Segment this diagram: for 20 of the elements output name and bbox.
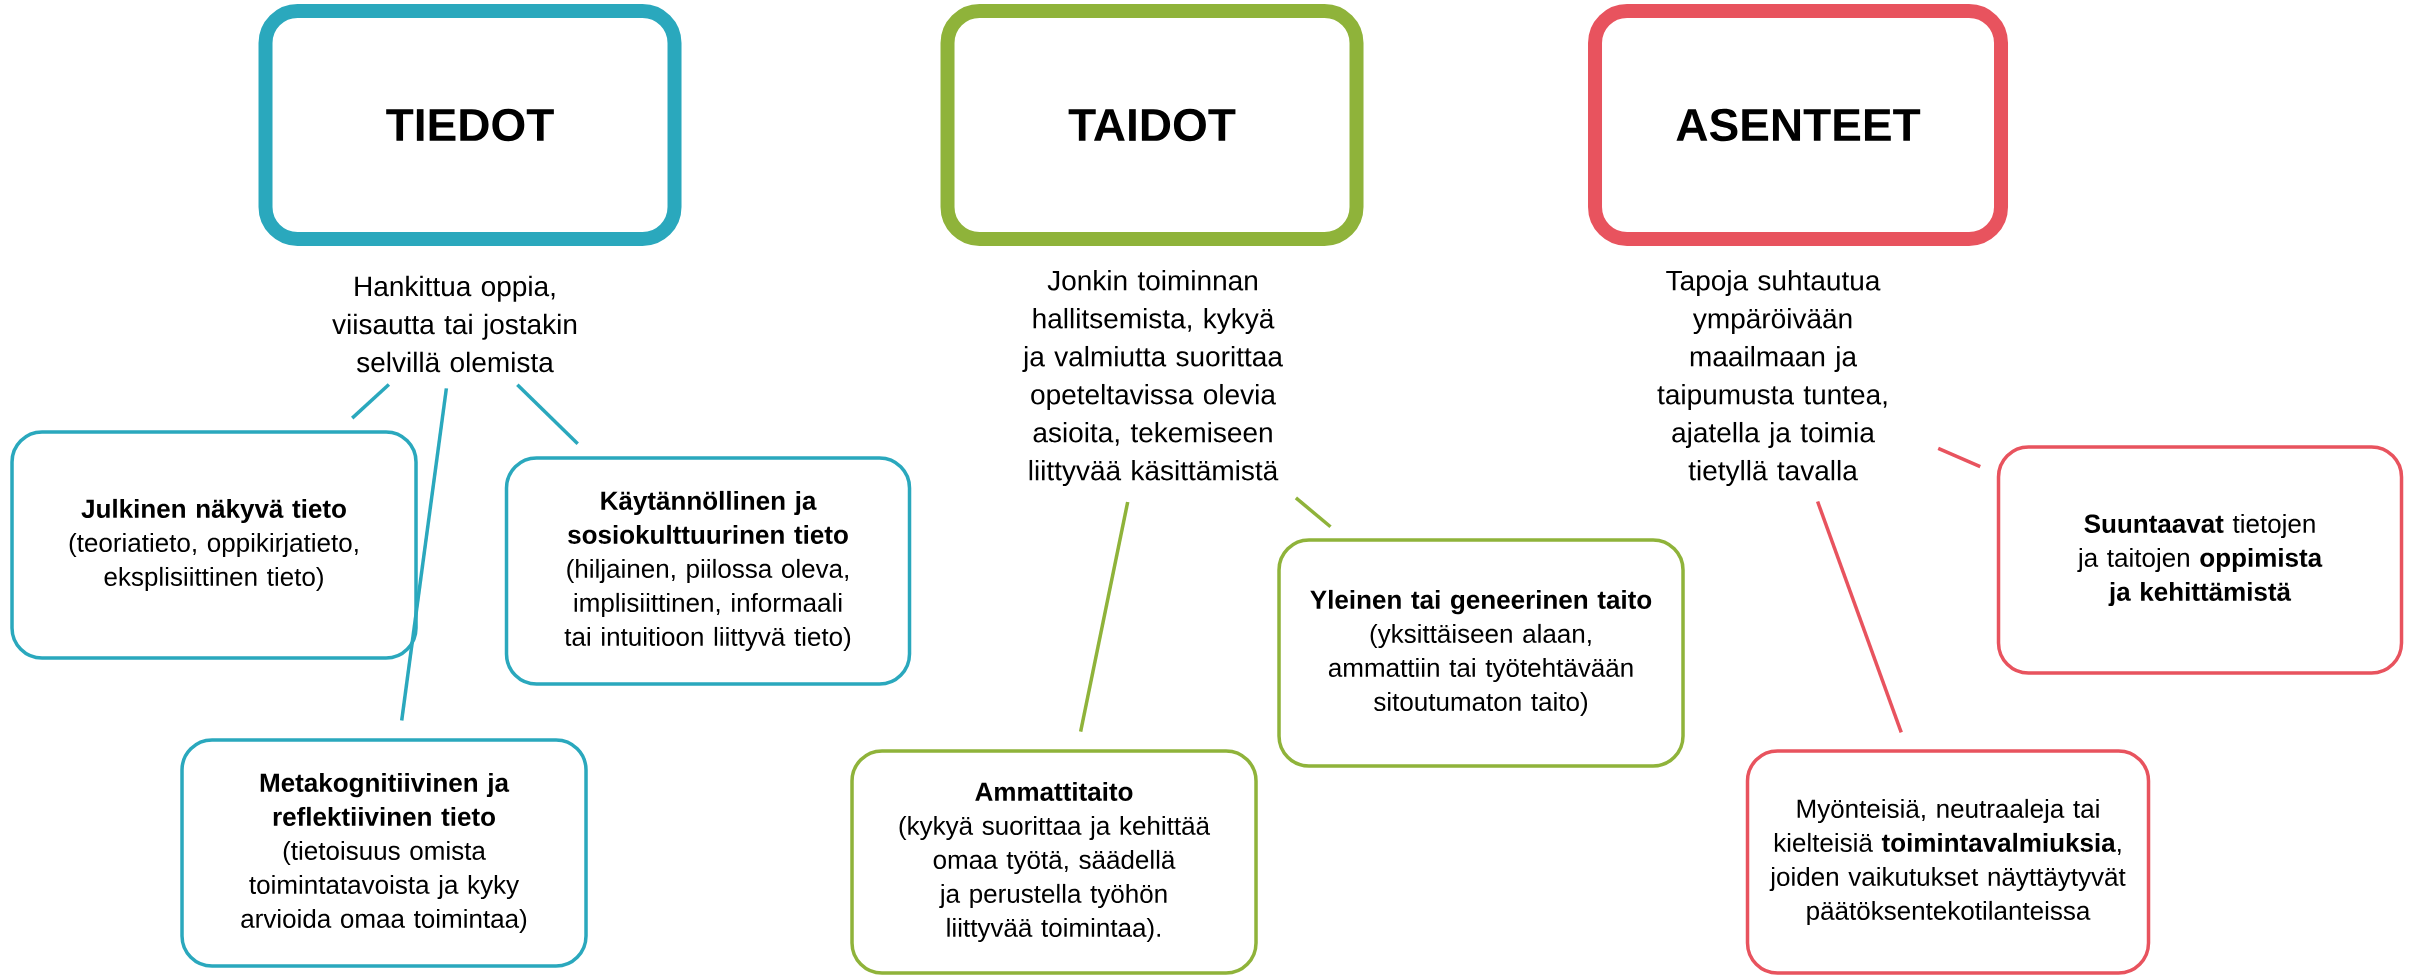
connector-line bbox=[1078, 501, 1130, 732]
description-text: Jonkin toiminnan hallitsemista, kykyä ja valmiutta suorittaa opeteltavissa olevia asioita, tekemiseen liittyvää käsittämistä bbox=[1022, 269, 1283, 487]
connector-line bbox=[399, 388, 449, 721]
text-box: Käytännöllinen ja sosiokulttuurinen tieto (hiljainen, piilossa oleva, implisiittinen, informaali tai intuitioon liittyvä tieto) bbox=[504, 456, 912, 686]
text-box: Ammattitaito (kykyä suorittaa ja kehittää omaa työtä, säädellä ja perustella työhön liittyvää toimintaa). bbox=[850, 749, 1258, 975]
connector-line bbox=[351, 383, 391, 420]
text-box: Myönteisiä, neutraaleja tai kielteisiä toimintavalmiuksia, joiden vaikutukset näyttäytyvät päätöksentekotilanteissa bbox=[1745, 749, 2151, 975]
text-box: Julkinen näkyvä tieto (teoriatieto, oppikirjatieto, eksplisiittinen tieto) bbox=[10, 430, 418, 660]
connector-line bbox=[1815, 500, 1903, 733]
connector-line bbox=[1294, 496, 1332, 529]
connector-line bbox=[516, 383, 579, 445]
heading-box: TIEDOT bbox=[258, 4, 682, 246]
description-text: Tapoja suhtautua ympäröivään maailmaan ja taipumusta tuntea, ajatella ja toimia tietyllä tavalla bbox=[1657, 269, 1887, 487]
description-text: Hankittua oppia, viisautta tai jostakin selvillä olemista bbox=[332, 275, 577, 373]
heading-box: ASENTEET bbox=[1588, 4, 2008, 246]
connector-line bbox=[1937, 446, 1981, 469]
heading-box: TAIDOT bbox=[940, 4, 1364, 246]
text-box: Suuntaavat tietojen ja taitojen oppimista ja kehittämistä bbox=[1996, 445, 2404, 675]
text-box: Yleinen tai geneerinen taito (yksittäiseen alaan, ammattiin tai työtehtävään sitoutumaton taito) bbox=[1277, 538, 1685, 768]
text-box: Metakognitiivinen ja reflektiivinen tieto (tietoisuus omista toimintatavoista ja kyky arvioida omaa toimintaa) bbox=[180, 738, 588, 968]
